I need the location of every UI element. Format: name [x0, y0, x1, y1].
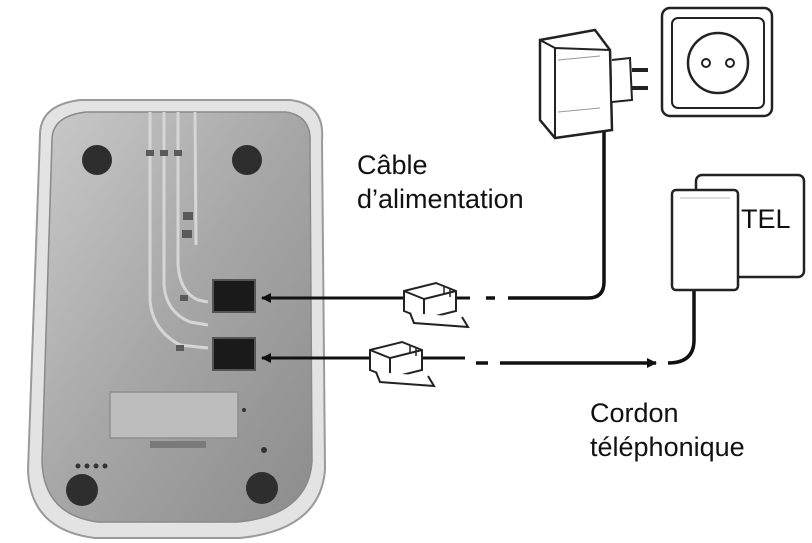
power-cable-label-line2: d’alimentation [357, 184, 524, 214]
power-cable-label: Câble d’alimentation [357, 148, 524, 216]
phone-cord-label: Cordon téléphonique [590, 396, 745, 464]
label-barcode [150, 441, 206, 448]
phone-base-underside [26, 99, 327, 539]
phone-cord-label-line2: téléphonique [590, 432, 745, 462]
phone-line-cord [261, 285, 696, 368]
line-socket [212, 337, 256, 371]
cable-channels [148, 111, 209, 350]
cable-clips [146, 150, 193, 351]
rj11-plug-icon [369, 340, 436, 388]
foot-bottom-right [246, 472, 278, 504]
indicator-dots [75, 408, 267, 469]
power-cable-label-line1: Câble [357, 150, 428, 180]
foot-bottom-left [66, 474, 98, 506]
power-socket [212, 279, 256, 313]
foot-top-left [82, 145, 112, 175]
wall-outlet-icon [660, 6, 774, 118]
label-plate [109, 391, 239, 439]
power-adapter-icon [538, 28, 648, 140]
tel-jack-label: TEL [741, 204, 791, 234]
foot-top-right [232, 145, 262, 175]
phone-cord-label-line1: Cordon [590, 398, 679, 428]
rj11-plug-icon [403, 281, 470, 329]
telephone-wall-jack-icon [670, 173, 806, 292]
